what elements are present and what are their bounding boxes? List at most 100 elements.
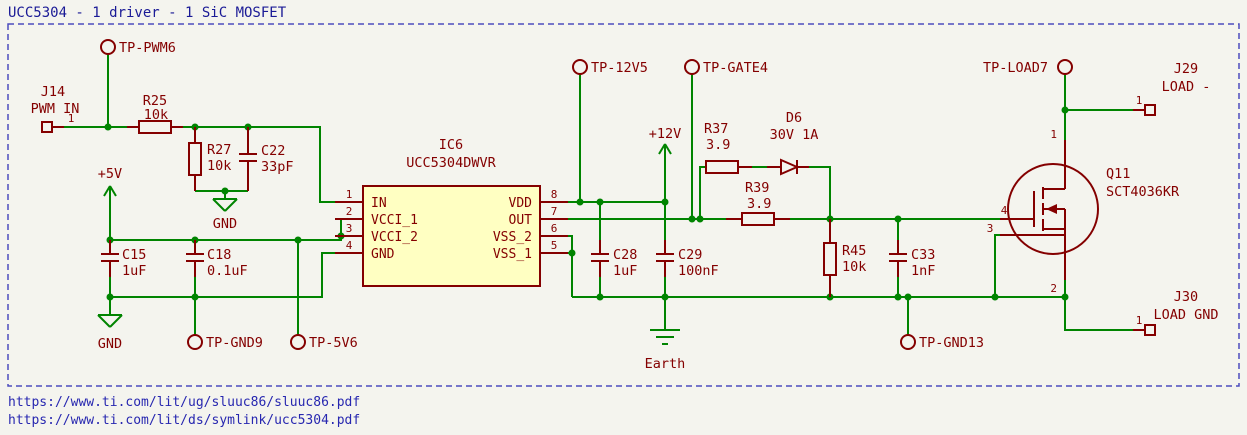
connector-j30[interactable]: 1 J30 LOAD GND xyxy=(1133,289,1219,336)
testpoint-tp-5v6[interactable]: TP-5V6 xyxy=(290,334,358,351)
pin-name: VSS_2 xyxy=(493,230,532,245)
power-flag-12v[interactable]: +12V xyxy=(649,126,682,155)
pin-name: IN xyxy=(371,196,387,211)
pin-number: 7 xyxy=(551,205,558,218)
testpoint-tp-pwm6[interactable]: TP-PWM6 xyxy=(100,39,176,56)
connector-body xyxy=(41,121,53,133)
ref-label: R45 xyxy=(842,243,866,259)
testpoint-tp-load7[interactable]: TP-LOAD7 xyxy=(983,59,1073,76)
ic-body xyxy=(362,185,541,287)
ic-ucc5304[interactable]: IC6 UCC5304DWVR 1 2 3 4 8 7 6 5 IN VCCI_… xyxy=(335,137,568,287)
gnd-symbol-bottom[interactable]: GND xyxy=(97,314,123,352)
resistor-r27[interactable]: R27 10k xyxy=(188,127,231,191)
pin-name: VDD xyxy=(509,196,533,211)
mosfet-arrow-icon xyxy=(1046,204,1057,214)
pin-number-source: 2 xyxy=(1050,282,1057,295)
junction-dots xyxy=(104,106,1069,301)
resistor-body xyxy=(823,242,837,276)
mosfet-q11[interactable]: Q11 SCT4036KR 1 2 4 3 xyxy=(987,128,1180,295)
capacitor-plates xyxy=(591,240,609,277)
ref-label: C28 xyxy=(613,247,637,263)
ref-label: J14 xyxy=(41,84,65,100)
pin-number: 4 xyxy=(346,239,353,252)
diode-d6[interactable]: D6 30V 1A xyxy=(767,110,818,176)
pin-number: 1 xyxy=(346,188,353,201)
ref-label: C22 xyxy=(261,143,285,159)
resistor-r37[interactable]: R37 3.9 xyxy=(704,121,752,174)
value-label: 3.9 xyxy=(747,196,771,212)
ref-label: R37 xyxy=(704,121,728,137)
power-label-12v: +12V xyxy=(649,126,682,142)
pin-number: 1 xyxy=(1136,94,1143,107)
power-arrow-icon xyxy=(658,143,672,155)
page-title: UCC5304 - 1 driver - 1 SiC MOSFET xyxy=(8,5,287,21)
value-label: 3.9 xyxy=(706,137,730,153)
testpoint-tp-gnd13[interactable]: TP-GND13 xyxy=(900,334,984,351)
connector-j14[interactable]: J14 PWM IN 1 xyxy=(31,84,80,133)
pin-number-gate: 4 xyxy=(1001,204,1008,217)
pin-number: 2 xyxy=(346,205,353,218)
ref-label: C15 xyxy=(122,247,146,263)
value-label: 10k xyxy=(207,158,231,174)
earth-label: Earth xyxy=(645,356,686,372)
ic-pins xyxy=(335,201,568,254)
capacitor-c15[interactable]: C15 1uF xyxy=(101,240,146,279)
resistor-r25[interactable]: R25 10k xyxy=(127,93,183,134)
ref-label: IC6 xyxy=(439,137,463,153)
testpoint-label: TP-PWM6 xyxy=(119,40,176,56)
pin-name: OUT xyxy=(509,213,533,228)
capacitor-plates xyxy=(186,240,204,277)
resistor-r39[interactable]: R39 3.9 xyxy=(726,180,790,226)
resistor-r45[interactable]: R45 10k xyxy=(823,219,866,297)
testpoint-tp-gnd9[interactable]: TP-GND9 xyxy=(187,334,263,351)
testpoint-icon xyxy=(1057,59,1073,75)
testpoint-icon xyxy=(100,39,116,55)
ref-label: R25 xyxy=(143,93,167,109)
pin-number-ksource: 3 xyxy=(987,222,994,235)
testpoint-label: TP-12V5 xyxy=(591,60,648,76)
pin-number-drain: 1 xyxy=(1050,128,1057,141)
pin-number: 1 xyxy=(1136,314,1143,327)
resistor-body xyxy=(138,120,172,134)
testpoint-label: TP-GND13 xyxy=(919,335,984,351)
pin-name: VCCI_1 xyxy=(371,213,418,228)
testpoint-label: TP-5V6 xyxy=(309,335,358,351)
earth-symbol[interactable]: Earth xyxy=(645,329,686,372)
pin-name: VSS_1 xyxy=(493,247,532,262)
value-label: 100nF xyxy=(678,263,719,279)
capacitor-c22[interactable]: C22 33pF xyxy=(239,127,294,191)
link-datasheet[interactable]: https://www.ti.com/lit/ds/symlink/ucc530… xyxy=(8,413,360,428)
capacitor-plates xyxy=(656,240,674,277)
link-userguide[interactable]: https://www.ti.com/lit/ug/sluuc86/sluuc8… xyxy=(8,395,360,410)
pin-name: VCCI_2 xyxy=(371,230,418,245)
mosfet-body xyxy=(1007,163,1099,255)
diode-triangle-icon xyxy=(780,158,800,176)
capacitor-c33[interactable]: C33 1nF xyxy=(889,240,935,279)
testpoint-icon xyxy=(290,334,306,350)
testpoint-icon xyxy=(900,334,916,350)
ref-label: Q11 xyxy=(1106,166,1130,182)
capacitor-c18[interactable]: C18 0.1uF xyxy=(186,240,248,279)
pin-name: GND xyxy=(371,247,395,262)
ref-label: C33 xyxy=(911,247,935,263)
value-label: 1uF xyxy=(122,263,146,279)
testpoint-tp-12v5[interactable]: TP-12V5 xyxy=(572,59,648,76)
name-label: LOAD GND xyxy=(1153,307,1218,323)
connector-j29[interactable]: 1 J29 LOAD - xyxy=(1133,61,1211,116)
pin-number: 8 xyxy=(551,188,558,201)
name-label: LOAD - xyxy=(1162,79,1211,95)
capacitor-c29[interactable]: C29 100nF xyxy=(656,240,719,279)
value-label: UCC5304DWVR xyxy=(406,155,496,171)
testpoint-label: TP-GND9 xyxy=(206,335,263,351)
testpoint-label: TP-LOAD7 xyxy=(983,60,1048,76)
name-label: PWM IN xyxy=(31,101,80,117)
power-flag-5v[interactable]: +5V xyxy=(98,166,122,197)
testpoint-tp-gate4[interactable]: TP-GATE4 xyxy=(684,59,768,76)
ref-label: J29 xyxy=(1174,61,1198,77)
capacitor-c28[interactable]: C28 1uF xyxy=(591,240,637,279)
value-label: 1uF xyxy=(613,263,637,279)
ref-label: C29 xyxy=(678,247,702,263)
gnd-symbol-input[interactable]: GND xyxy=(212,198,238,232)
pin-number: 3 xyxy=(346,222,353,235)
